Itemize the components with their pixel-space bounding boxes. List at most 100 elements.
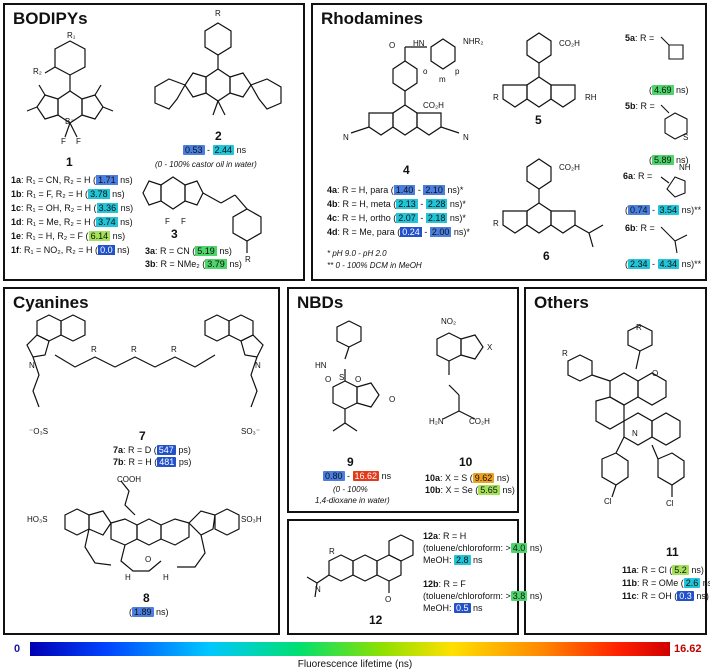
- range-dash: -: [421, 227, 430, 237]
- para-mark: p: [455, 67, 460, 76]
- compound-9-range: 0.80 - 16.62 ns: [323, 471, 392, 481]
- structure-11: [540, 319, 700, 549]
- label-6b: 6b: R =: [625, 223, 655, 234]
- o-9-a: O: [325, 375, 332, 384]
- cl-11-left: Cl: [604, 497, 612, 506]
- label-5b: 5b: R =: [625, 101, 655, 112]
- unit-12a-2: ns: [470, 555, 483, 565]
- lifetime-hi: 2.00: [429, 227, 452, 237]
- label-12a: 12a: R = H: [423, 531, 466, 542]
- compound-2-number: 2: [215, 129, 222, 143]
- label-7b: 7b: R = H (481 ps): [113, 457, 191, 468]
- structure-6: [489, 153, 619, 253]
- ho3s-8: HO₃S: [27, 515, 48, 524]
- id-12a: 12a: [423, 531, 439, 541]
- text-11a: : R = Cl (: [636, 565, 673, 575]
- id-10b: 10b: [425, 485, 441, 495]
- id-11b: 11b: [622, 578, 638, 588]
- structure-7: [15, 311, 275, 431]
- cl-11-right: Cl: [666, 499, 674, 508]
- h2n-10: H₂N: [429, 417, 444, 426]
- structure-12: [299, 531, 419, 611]
- unit-10a: ns): [494, 473, 510, 483]
- compound-6-number: 6: [543, 249, 550, 263]
- bodipy-title: BODIPYs: [13, 9, 88, 28]
- lifetime-value: 6.14: [88, 231, 111, 241]
- label-10a: 10a: X = S (9.62 ns): [425, 473, 509, 484]
- value-5a: (4.69 ns): [649, 85, 689, 95]
- value-6b: (2.34 - 4.34 ns)**: [625, 259, 702, 269]
- nbd-panel: NBDs HN S O O O 9 0.80 - 16.62 ns (0 - 1…: [287, 287, 519, 513]
- structure-8: [25, 475, 265, 605]
- compound-id: 1e: [11, 231, 22, 241]
- lifetime-lo: 2.07: [396, 213, 418, 223]
- n-7-left: N: [29, 361, 35, 370]
- text-10b: : X = Se (: [440, 485, 479, 495]
- label-7a: 7a: R = D (547 ps): [113, 445, 191, 456]
- text-12b-2: (toluene/chloroform: >: [423, 591, 511, 601]
- unit-12b-1: ns): [527, 591, 543, 601]
- rh-5-label: RH: [585, 93, 597, 102]
- text-5a: : R =: [635, 33, 655, 43]
- lifetime-hi: 2.10: [423, 185, 445, 195]
- rhodamine-4-line: 4b: R = H, meta (2.13 - 2.28 ns)*: [327, 197, 470, 211]
- s-5b-label: S: [683, 133, 689, 142]
- so3-left: ⁻O₃S: [29, 427, 49, 436]
- line-unit: ns): [118, 203, 134, 213]
- substituent-5b: [659, 99, 699, 151]
- h-8-b: H: [163, 573, 169, 582]
- val-8: 1.89: [132, 607, 154, 617]
- nbd-title: NBDs: [297, 293, 344, 312]
- n-right-4: N: [463, 133, 469, 142]
- scale-label: Fluorescence lifetime (ns): [297, 659, 413, 670]
- lo-6b: 2.34: [628, 259, 650, 269]
- r2-label: R₂: [33, 67, 42, 76]
- line-unit: ns): [109, 189, 125, 199]
- compound-id: 4a: [327, 185, 338, 195]
- compound-id: 3b: [145, 259, 156, 269]
- rhodamine-title: Rhodamines: [321, 9, 424, 28]
- h-8-a: H: [125, 573, 131, 582]
- line-unit: ns): [117, 217, 133, 227]
- r-11-top: R: [636, 323, 642, 332]
- line-text: : R = Me, para (: [337, 227, 401, 237]
- unit-8: ns): [153, 607, 169, 617]
- compound-8-number: 8: [143, 591, 150, 605]
- co2h-4-label: CO₂H: [423, 101, 444, 110]
- label-11b: 11b: R = OMe (2.6 ns): [622, 578, 710, 589]
- val-10b: 5.65: [478, 485, 500, 495]
- r-5-label: R: [493, 93, 499, 102]
- label-11a: 11a: R = Cl (5.2 ns): [622, 565, 704, 576]
- c2-unit: ns: [234, 145, 247, 155]
- lifetime-value: 3.78: [88, 189, 110, 199]
- structure-1: [15, 33, 115, 153]
- unit-6b: ns)**: [679, 259, 702, 269]
- lifetime-hi: 2.28: [425, 199, 448, 209]
- meta-mark: m: [439, 75, 446, 84]
- f-3-a: F: [165, 217, 170, 226]
- id-11a: 11a: [622, 565, 637, 575]
- ring-o-9: O: [389, 395, 396, 404]
- val-5b: 5.89: [652, 155, 674, 165]
- s-9: S: [339, 373, 345, 382]
- text-6b: : R =: [635, 223, 655, 233]
- rhodamine-note-2: ** 0 - 100% DCM in MeOH: [327, 261, 422, 270]
- compound-7-number: 7: [139, 429, 146, 443]
- unit-6a: ns)**: [679, 205, 702, 215]
- carbonyl-o-label: O: [389, 41, 396, 50]
- structure-10: [419, 313, 515, 453]
- val-7a: 547: [156, 445, 176, 455]
- label-10b: 10b: X = Se (5.65 ns): [425, 485, 515, 496]
- compound-3-number: 3: [171, 227, 178, 241]
- unit-5a: ns): [673, 85, 689, 95]
- r-top-label: R: [215, 9, 221, 18]
- n-11: N: [632, 429, 638, 438]
- bodipy-1-line: 1d: R₁ = Me, R₂ = H (3.74 ns): [11, 215, 133, 229]
- val-12a-1: 4.0: [510, 543, 528, 553]
- co2h-10: CO₂H: [469, 417, 490, 426]
- fluorine-label-1: F: [61, 137, 66, 146]
- r-11-left: R: [562, 349, 568, 358]
- val-5a: 4.69: [652, 85, 674, 95]
- substituent-6a: [659, 171, 693, 203]
- bodipy-1-line: 1e: R₁ = H, R₂ = F (6.14 ns): [11, 229, 133, 243]
